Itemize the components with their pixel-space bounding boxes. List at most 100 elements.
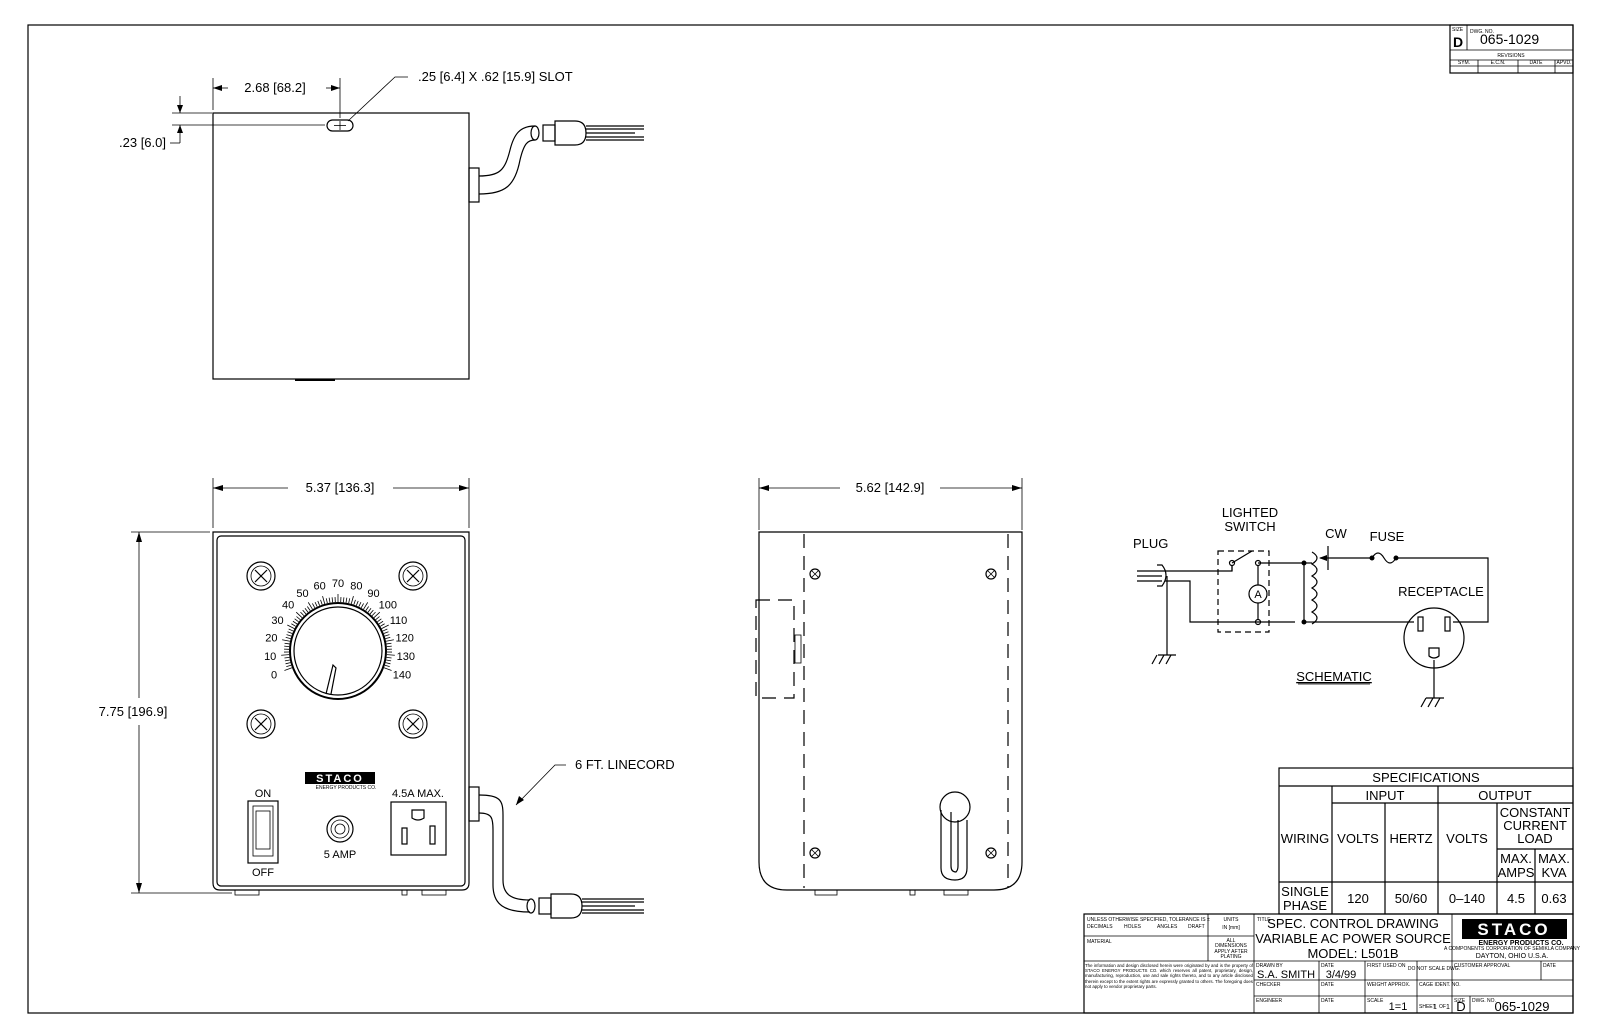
cage-label: CAGE IDENT. NO. [1419, 982, 1461, 988]
tb-dwg-label: DWG. NO. [1472, 998, 1496, 1004]
dial-tick [386, 656, 392, 659]
of-value: 1 [1446, 1004, 1450, 1011]
title-line3: MODEL: L501B [1307, 946, 1398, 961]
company-sub2: A COMPONENTS CORPORATION OF SEMIKLA COMP… [1444, 946, 1581, 952]
dial-label: 130 [397, 651, 415, 663]
specs-row-amps: 4.5 [1507, 891, 1525, 906]
date-label: DATE [1321, 963, 1335, 969]
dial-tick [292, 620, 298, 625]
tb-size-label: SIZE [1454, 998, 1466, 1004]
dial-tick [284, 659, 290, 662]
rev-size-label: SIZE [1452, 27, 1464, 33]
front-brand: STACO [316, 773, 364, 785]
specs-volts: VOLTS [1337, 831, 1379, 846]
fuse-holder[interactable] [326, 815, 354, 843]
dial-ticks [281, 594, 395, 671]
front-brand-sub: ENERGY PRODUCTS CO. [316, 785, 377, 791]
specifications-table: SPECIFICATIONS INPUT OUTPUT WIRING VOLTS… [1278, 767, 1574, 915]
dial-tick [386, 642, 392, 645]
specs-wiring: WIRING [1281, 831, 1329, 846]
dim-side-depth: 5.62 [142.9] [856, 480, 925, 495]
schem-receptacle: RECEPTACLE [1398, 584, 1484, 599]
schem-switch-line1: LIGHTED [1222, 505, 1278, 520]
dial-tick [317, 600, 321, 606]
dial-tick [369, 609, 374, 615]
dial-tick [284, 656, 290, 659]
top-view-body [212, 112, 470, 380]
dial-tick [385, 637, 391, 640]
dial-tick [320, 599, 323, 605]
disclaimer: The information and design disclosed her… [1085, 963, 1253, 989]
dial-tick [383, 631, 389, 634]
dial-tick [358, 601, 362, 607]
dial-tick [281, 654, 290, 656]
dial-tick [383, 667, 392, 671]
dial-tick [385, 662, 391, 665]
dial-tick [286, 634, 292, 637]
dim-front-width: 5.37 [136.3] [306, 480, 375, 495]
schem-cw: CW [1325, 526, 1347, 541]
rev-col-apvd: APVD. [1556, 60, 1571, 66]
specs-hertz: HERTZ [1389, 831, 1432, 846]
specs-ccl-2: CURRENT [1503, 818, 1567, 833]
front-panel [216, 535, 466, 887]
dial-tick [285, 637, 291, 640]
dial-label: 60 [313, 581, 325, 593]
dial-pointer [325, 663, 337, 695]
tb-size-letter: D [1456, 999, 1465, 1014]
do-not-scale: DO NOT SCALE DWG. [1408, 966, 1460, 972]
front-view: 5.37 [136.3] 7.75 [196.9] [99, 478, 675, 919]
fuse-label: 5 AMP [324, 849, 356, 861]
specs-max-amps-1: MAX. [1500, 851, 1532, 866]
dial-tick [353, 599, 356, 605]
all-dims-3: APPLY AFTER [1214, 949, 1248, 955]
dial-tick [382, 628, 388, 632]
rev-drawing-number: 065-1029 [1480, 31, 1539, 47]
front-case [212, 531, 470, 891]
dial-tick [307, 602, 313, 610]
dial-tick [285, 662, 291, 665]
front-logo: STACO ENERGY PRODUCTS CO. [305, 772, 376, 791]
switch-on-label: ON [255, 788, 272, 800]
dial-tick [296, 616, 301, 620]
weight-label: WEIGHT APPROX. [1367, 982, 1410, 988]
rev-col-sym: SYM. [1458, 60, 1470, 66]
title-line2: VARIABLE AC POWER SOURCE [1255, 931, 1451, 946]
dial-tick [375, 616, 380, 620]
specs-row-volts: 120 [1347, 891, 1369, 906]
dial-tick [284, 642, 290, 645]
dial-label: 30 [271, 615, 283, 627]
dial-tick [314, 601, 318, 607]
dial-label: 80 [350, 581, 362, 593]
dial-tick [384, 634, 390, 637]
drawn-by: S.A. SMITH [1257, 969, 1315, 981]
company-name: STACO [1477, 920, 1550, 939]
outlet-label: 4.5A MAX. [392, 788, 444, 800]
side-body [758, 531, 1023, 891]
tol-holes: HOLES [1124, 924, 1142, 930]
dial-tick [381, 624, 389, 630]
dial-tick [371, 611, 376, 617]
dial-tick [294, 618, 299, 623]
first-used-label: FIRST USED ON [1367, 963, 1406, 969]
material-label: MATERIAL [1087, 939, 1112, 945]
dim-top-width: 2.68 [68.2] [244, 80, 305, 95]
customer-approval: CUSTOMER APPROVAL [1454, 963, 1510, 969]
dial-tick [295, 611, 303, 618]
engineer-date-label: DATE [1321, 998, 1335, 1004]
specs-ccl-3: LOAD [1517, 831, 1552, 846]
schem-plug: PLUG [1133, 536, 1168, 551]
rocker-switch[interactable] [247, 800, 279, 864]
dial-label: 70 [332, 578, 344, 590]
tb-drawing-number: 065-1029 [1495, 999, 1550, 1014]
schematic: PLUG LIGHTED SWITCH CW FUSE RECEPTACLE S… [1133, 505, 1489, 708]
dim-top-offset: .23 [6.0] [119, 135, 166, 150]
dial-tick [322, 596, 326, 604]
specs-max-amps-2: AMPS [1498, 865, 1535, 880]
dial-label: 120 [395, 633, 413, 645]
tol-decimals: DECIMALS [1087, 924, 1113, 930]
tol-angles: ANGLES [1157, 924, 1178, 930]
dial-tick [360, 603, 364, 609]
